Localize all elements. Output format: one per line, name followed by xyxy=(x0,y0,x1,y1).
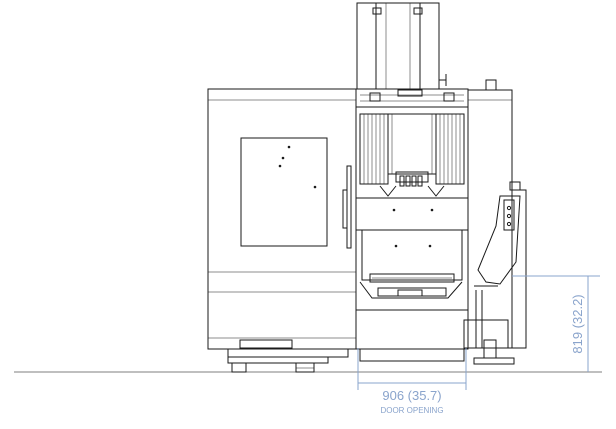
control-pendant xyxy=(474,181,521,348)
door-opening-value: 906 (35.7) xyxy=(382,388,441,403)
spindle-head xyxy=(387,113,437,175)
top-header xyxy=(355,79,497,108)
column-tower xyxy=(356,2,447,90)
right-enclosure xyxy=(463,89,527,365)
height-dimension xyxy=(512,275,600,372)
door-handle xyxy=(346,165,352,249)
work-area xyxy=(355,106,469,362)
door-window xyxy=(240,137,328,247)
left-enclosure xyxy=(207,88,357,350)
door-opening-label: DOOR OPENING xyxy=(380,406,443,415)
left-base xyxy=(227,339,349,373)
door-opening-dimension xyxy=(357,348,467,390)
height-value: 819 (32.2) xyxy=(570,294,585,353)
